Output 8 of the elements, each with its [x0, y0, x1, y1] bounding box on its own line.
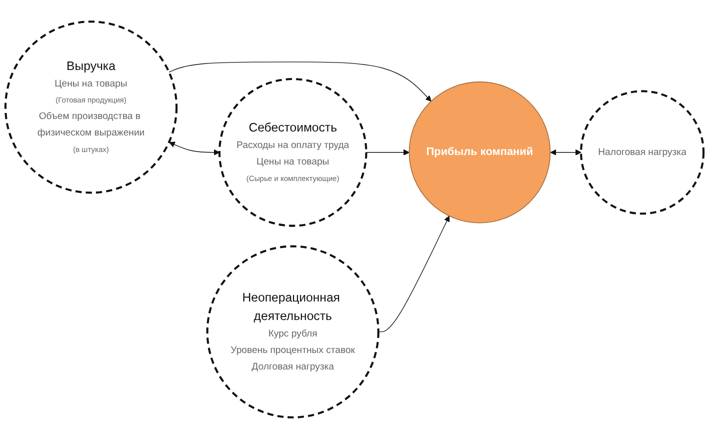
arrow [168, 62, 432, 102]
node-circle: Неоперационная деятельность Курс рубля Уровень процентных ставок Долговая нагрузка [206, 245, 380, 418]
arrow [550, 149, 582, 156]
node-circle: Налоговая нагрузка [580, 90, 705, 215]
node-circle: Прибыль компаний [408, 82, 551, 224]
arrow [378, 216, 450, 332]
arrow [169, 142, 220, 156]
arrow [366, 149, 410, 156]
